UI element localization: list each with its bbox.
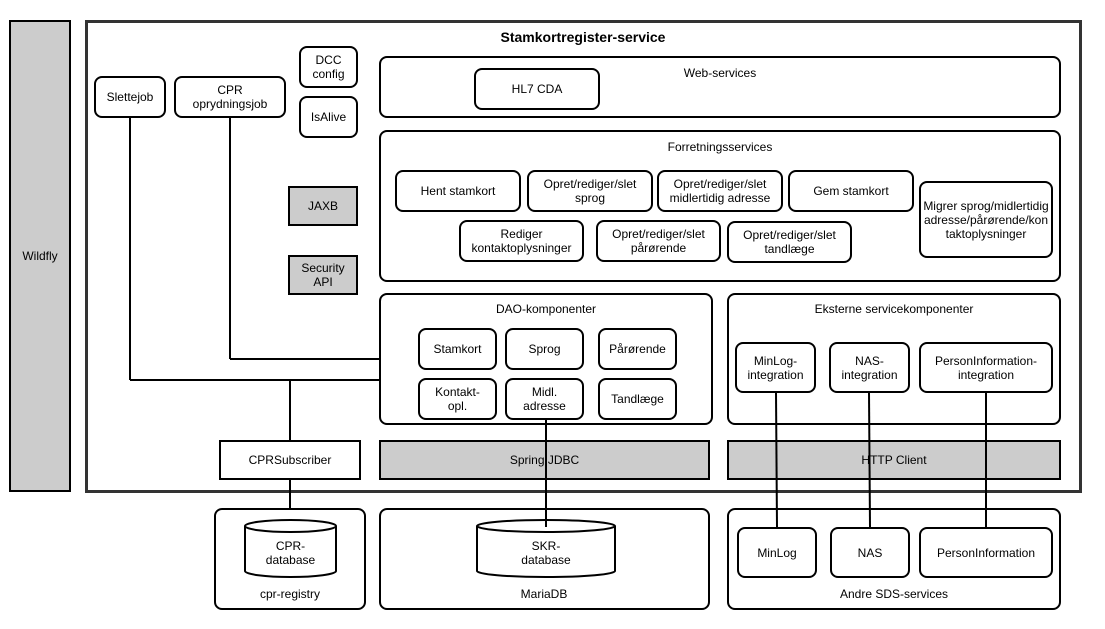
service-title: Stamkortregister-service xyxy=(500,29,666,45)
hl7-cda-box: HL7 CDA xyxy=(474,68,600,110)
tandlaege-service-label: Opret/rediger/slet tandlæge xyxy=(743,228,836,256)
webservices-label: Web-services xyxy=(683,66,757,80)
slettejob-label: Slettejob xyxy=(106,90,154,104)
dao-paarorende-label: Pårørende xyxy=(609,342,666,356)
wildfly-container: Wildfly xyxy=(9,20,71,492)
dao-kontakt-box: Kontakt-opl. xyxy=(418,378,497,420)
dao-stamkort-label: Stamkort xyxy=(433,342,482,356)
nas-integration-box: NAS-integration xyxy=(829,342,910,393)
hent-stamkort-label: Hent stamkort xyxy=(420,184,496,198)
mariadb-label: MariaDB xyxy=(520,587,568,601)
personinformation-box: PersonInformation xyxy=(919,527,1053,578)
isalive-box: IsAlive xyxy=(299,96,358,138)
dcc-config-label: DCC config xyxy=(312,53,345,81)
cpr-job-label: CPR oprydningsjob xyxy=(192,83,268,111)
nas-integration-label: NAS-integration xyxy=(841,353,898,382)
adresse-service-box: Opret/rediger/slet midlertidig adresse xyxy=(657,170,783,212)
tandlaege-service-box: Opret/rediger/slet tandlæge xyxy=(727,221,852,263)
nas-box: NAS xyxy=(830,527,910,578)
cprsubscriber-label: CPRSubscriber xyxy=(248,453,332,467)
cprsubscriber-box: CPRSubscriber xyxy=(219,440,361,480)
dao-tandlaege-box: Tandlæge xyxy=(598,378,677,420)
security-api-label: Security API xyxy=(301,261,345,289)
dao-label: DAO-komponenter xyxy=(495,302,597,316)
dao-tandlaege-label: Tandlæge xyxy=(611,392,664,406)
person-integration-box: PersonInformation-integration xyxy=(919,342,1053,393)
spring-jdbc-box: Spring JDBC xyxy=(379,440,710,480)
dao-paarorende-box: Pårørende xyxy=(598,328,677,370)
dao-sprog-box: Sprog xyxy=(505,328,584,370)
minlog-integration-label: MinLog-integration xyxy=(747,353,804,382)
paarorende-service-label: Opret/rediger/slet pårørende xyxy=(612,227,705,255)
jaxb-label: JAXB xyxy=(307,199,338,213)
dao-sprog-label: Sprog xyxy=(528,342,561,356)
nas-label: NAS xyxy=(857,545,883,560)
minlog-integration-box: MinLog-integration xyxy=(735,342,816,393)
http-client-box: HTTP Client xyxy=(727,440,1061,480)
adresse-service-label: Opret/rediger/slet midlertidig adresse xyxy=(669,177,771,205)
person-integration-label: PersonInformation-integration xyxy=(934,353,1038,382)
cpr-job-box: CPR oprydningsjob xyxy=(174,76,286,118)
slettejob-box: Slettejob xyxy=(94,76,166,118)
paarorende-service-box: Opret/rediger/slet pårørende xyxy=(596,220,721,262)
skr-database-cylinder: SKR-database xyxy=(475,519,617,579)
spring-jdbc-label: Spring JDBC xyxy=(509,453,580,467)
dao-midl-box: Midl. adresse xyxy=(505,378,584,420)
dcc-config-box: DCC config xyxy=(299,46,358,88)
dao-kontakt-label: Kontakt-opl. xyxy=(435,385,480,413)
minlog-label: MinLog xyxy=(757,545,797,560)
jaxb-box: JAXB xyxy=(288,186,358,226)
dao-midl-label: Midl. adresse xyxy=(523,385,566,413)
http-client-label: HTTP Client xyxy=(861,453,927,467)
migrer-box: Migrer sprog/midlertidig adresse/pårøren… xyxy=(919,181,1053,258)
minlog-box: MinLog xyxy=(737,527,817,578)
gem-stamkort-label: Gem stamkort xyxy=(813,184,889,198)
sprog-service-label: Opret/rediger/slet sprog xyxy=(543,177,637,205)
sds-label: Andre SDS-services xyxy=(839,587,949,601)
cpr-registry-label: cpr-registry xyxy=(259,587,320,601)
hent-stamkort-box: Hent stamkort xyxy=(395,170,521,212)
gem-stamkort-box: Gem stamkort xyxy=(788,170,914,212)
security-api-box: Security API xyxy=(288,255,358,295)
sprog-service-box: Opret/rediger/slet sprog xyxy=(527,170,653,212)
dao-stamkort-box: Stamkort xyxy=(418,328,497,370)
kontakt-service-box: Rediger kontaktoplysninger xyxy=(459,220,584,262)
cpr-database-label: CPR-database xyxy=(265,539,316,567)
forretning-label: Forretningsservices xyxy=(667,140,773,154)
skr-database-label: SKR-database xyxy=(521,539,571,567)
personinformation-label: PersonInformation xyxy=(936,545,1036,560)
isalive-label: IsAlive xyxy=(310,110,347,124)
cpr-database-icon xyxy=(244,519,337,578)
wildfly-label: Wildfly xyxy=(22,249,58,263)
eksterne-label: Eksterne servicekomponenter xyxy=(814,302,974,316)
kontakt-service-label: Rediger kontaktoplysninger xyxy=(471,227,572,255)
migrer-label: Migrer sprog/midlertidig adresse/pårøren… xyxy=(923,198,1049,241)
cpr-database-cylinder: CPR-database xyxy=(243,519,338,579)
hl7-cda-label: HL7 CDA xyxy=(511,82,563,96)
